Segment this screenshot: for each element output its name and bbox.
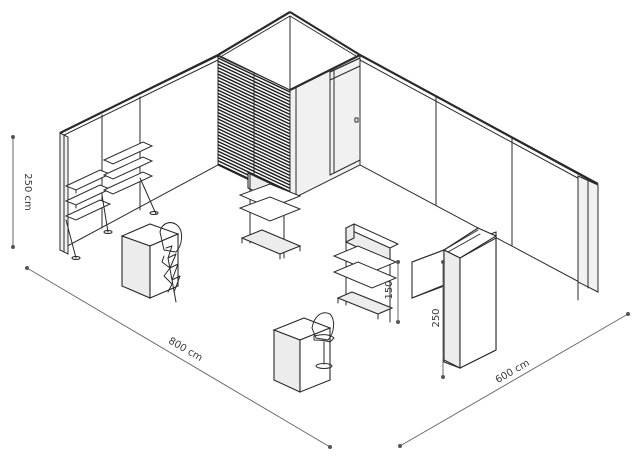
middle-display-rack [332, 223, 399, 323]
front-counter [272, 317, 332, 393]
dim-label-250: 250 [431, 308, 442, 327]
left-wall-shelves [64, 141, 159, 260]
dimension-600cm: 600 cm [398, 312, 630, 448]
left-back-wall [59, 54, 219, 255]
dimension-150: 150 [384, 260, 400, 324]
dimension-250cm: 250 cm [11, 135, 33, 249]
slatted-panel [217, 55, 291, 201]
front-chair [311, 312, 335, 369]
dim-label-250cm: 250 cm [22, 173, 33, 211]
dim-label-150: 150 [384, 280, 395, 299]
dim-label-600cm: 600 cm [494, 358, 532, 386]
center-display-stand [238, 172, 302, 260]
dim-label-800cm: 800 cm [166, 336, 204, 364]
left-counter [120, 223, 180, 299]
dimension-250: 250 [431, 260, 445, 379]
right-tower [411, 227, 498, 369]
left-chair [159, 222, 183, 303]
right-back-wall [359, 54, 599, 301]
storage-room [216, 11, 362, 201]
